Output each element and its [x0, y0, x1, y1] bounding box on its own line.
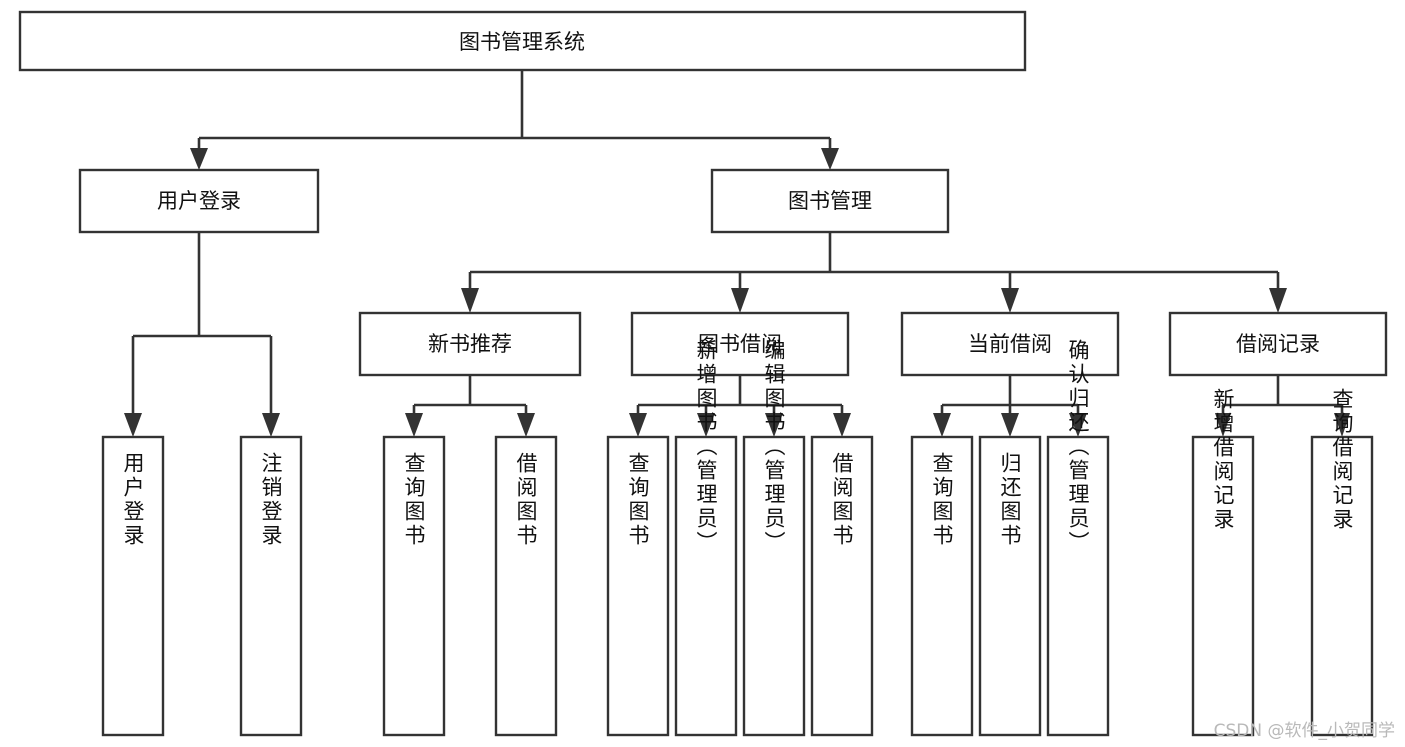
node-book-management-label: 图书管理 — [788, 189, 872, 213]
node-leaf-user-login-label: 用户登录 — [121, 452, 145, 548]
node-leaf-borrow-book-1-label: 借阅图书 — [514, 452, 538, 548]
node-new-book-recommend-label: 新书推荐 — [428, 332, 512, 356]
node-current-borrow-label: 当前借阅 — [968, 332, 1052, 356]
node-leaf-query-record-label: 查询借阅记录 — [1330, 388, 1354, 532]
node-book-borrow[interactable]: 图书借阅 — [630, 311, 850, 377]
node-leaf-query-book-2[interactable]: 查询图书 — [606, 435, 670, 737]
node-leaf-return-book[interactable]: 归还图书 — [978, 435, 1042, 737]
node-leaf-logout-login-box[interactable] — [239, 435, 303, 737]
node-leaf-user-login-box[interactable] — [101, 435, 165, 737]
node-leaf-borrow-book-2-box[interactable] — [810, 435, 874, 737]
node-book-management-box[interactable] — [710, 168, 950, 234]
arrow-current-borrow-leaf-1 — [933, 413, 951, 437]
node-leaf-confirm-return-label: 确认归还（管理员） — [1066, 339, 1090, 555]
node-root-box[interactable] — [18, 10, 1027, 72]
node-leaf-query-book-1-box[interactable] — [382, 435, 446, 737]
node-leaf-edit-book[interactable]: 编辑图书（管理员） — [742, 339, 806, 737]
node-leaf-logout-login[interactable]: 注销登录 — [239, 435, 303, 737]
arrow-book-borrow-leaf-4 — [833, 413, 851, 437]
arrow-user-login-leaf-1 — [124, 413, 142, 437]
node-leaf-query-book-3[interactable]: 查询图书 — [910, 435, 974, 737]
node-leaf-add-record-box[interactable] — [1191, 435, 1255, 737]
node-leaf-confirm-return[interactable]: 确认归还（管理员） — [1046, 339, 1110, 737]
node-leaf-user-login[interactable]: 用户登录 — [101, 435, 165, 737]
node-leaf-borrow-book-2[interactable]: 借阅图书 — [810, 435, 874, 737]
arrow-new-book-leaf-2 — [517, 413, 535, 437]
node-book-management[interactable]: 图书管理 — [710, 168, 950, 234]
node-current-borrow-box[interactable] — [900, 311, 1120, 377]
arrow-root-to-user-login — [190, 148, 208, 170]
node-leaf-add-record-label: 新增借阅记录 — [1211, 388, 1235, 532]
arrow-bm-to-borrow-record — [1269, 288, 1287, 313]
arrow-current-borrow-leaf-2 — [1001, 413, 1019, 437]
node-borrow-record[interactable]: 借阅记录 — [1168, 311, 1388, 377]
node-leaf-edit-book-label: 编辑图书（管理员） — [762, 339, 786, 555]
arrow-borrow-record-leaf-2 — [1334, 413, 1350, 437]
arrow-bm-to-book-borrow — [731, 288, 749, 313]
node-book-borrow-box[interactable] — [630, 311, 850, 377]
node-user-login-label: 用户登录 — [157, 189, 241, 213]
node-leaf-edit-book-box[interactable] — [742, 435, 806, 737]
node-leaf-logout-login-label: 注销登录 — [259, 452, 283, 548]
node-user-login[interactable]: 用户登录 — [78, 168, 320, 234]
node-leaf-return-book-box[interactable] — [978, 435, 1042, 737]
arrow-root-to-book-management — [821, 148, 839, 170]
node-borrow-record-box[interactable] — [1168, 311, 1388, 377]
node-leaf-return-book-label: 归还图书 — [998, 452, 1022, 548]
node-borrow-record-label: 借阅记录 — [1236, 332, 1320, 356]
node-leaf-add-book[interactable]: 新增图书（管理员） — [674, 339, 738, 737]
node-leaf-query-record-box[interactable] — [1310, 435, 1374, 737]
arrow-book-borrow-leaf-3 — [765, 413, 783, 437]
node-root-label: 图书管理系统 — [459, 30, 585, 54]
node-leaf-borrow-book-1[interactable]: 借阅图书 — [494, 435, 558, 737]
node-leaf-query-book-3-label: 查询图书 — [930, 452, 954, 548]
connector-layer — [124, 70, 1350, 437]
node-leaf-query-book-1[interactable]: 查询图书 — [382, 435, 446, 737]
arrow-current-borrow-leaf-3 — [1069, 413, 1087, 437]
node-leaf-query-book-3-box[interactable] — [910, 435, 974, 737]
arrow-bm-to-current-borrow — [1001, 288, 1019, 313]
node-leaf-query-book-2-box[interactable] — [606, 435, 670, 737]
node-leaf-borrow-book-2-label: 借阅图书 — [830, 452, 854, 548]
arrow-bm-to-new-book — [461, 288, 479, 313]
arrow-book-borrow-leaf-1 — [629, 413, 647, 437]
node-book-borrow-label: 图书借阅 — [698, 332, 782, 356]
node-current-borrow[interactable]: 当前借阅 — [900, 311, 1120, 377]
node-leaf-query-book-1-label: 查询图书 — [402, 452, 426, 548]
node-new-book-recommend-box[interactable] — [358, 311, 582, 377]
node-leaf-add-book-box[interactable] — [674, 435, 738, 737]
node-new-book-recommend[interactable]: 新书推荐 — [358, 311, 582, 377]
arrow-new-book-leaf-1 — [405, 413, 423, 437]
node-leaf-query-book-2-label: 查询图书 — [626, 452, 650, 548]
node-leaf-query-record[interactable]: 查询借阅记录 — [1310, 388, 1374, 737]
arrow-user-login-leaf-2 — [262, 413, 280, 437]
node-leaf-borrow-book-1-box[interactable] — [494, 435, 558, 737]
node-leaf-add-book-label: 新增图书（管理员） — [694, 339, 718, 555]
node-leaf-confirm-return-box[interactable] — [1046, 435, 1110, 737]
arrow-book-borrow-leaf-2 — [697, 413, 715, 437]
node-user-login-box[interactable] — [78, 168, 320, 234]
node-root[interactable]: 图书管理系统 — [18, 10, 1027, 72]
node-leaf-add-record[interactable]: 新增借阅记录 — [1191, 388, 1255, 737]
arrow-borrow-record-leaf-1 — [1215, 413, 1231, 437]
